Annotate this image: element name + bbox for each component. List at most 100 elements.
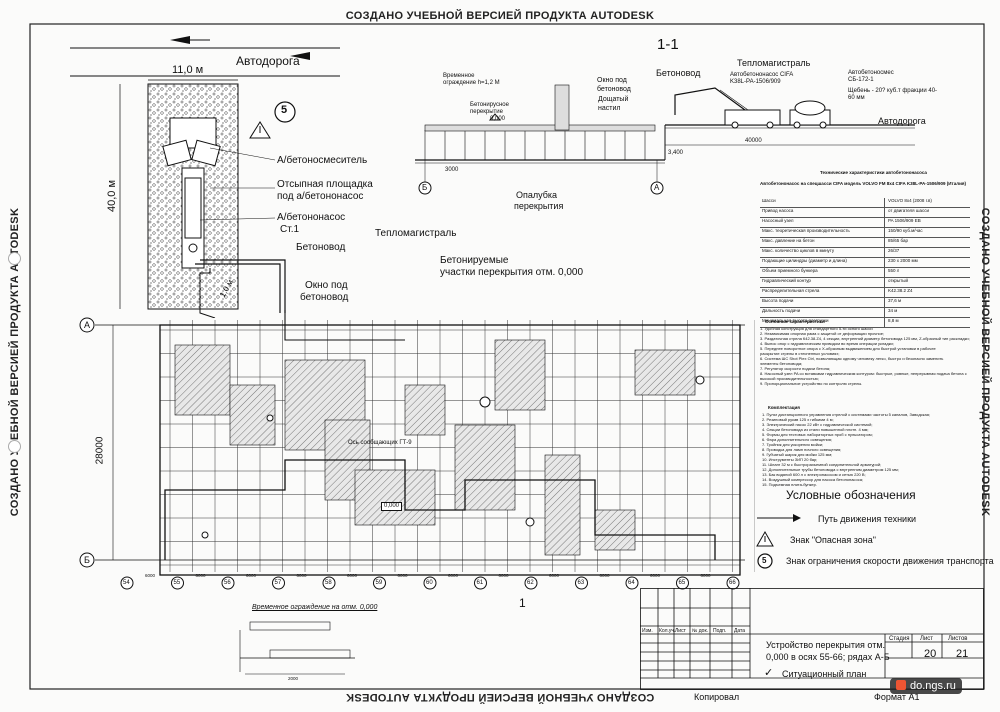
axis-circle xyxy=(524,576,538,590)
tech-note: 2. Независимая опорная рама с защитой от… xyxy=(760,331,885,336)
tech-kit-title: Комплектация xyxy=(768,405,800,410)
site-label-sections-2: участки перекрытия отм. 0,000 xyxy=(440,267,584,278)
watermark-left: СОЗДАНО УЧЕБНОЙ ВЕРСИЕЙ ПРОДУКТА AUTODES… xyxy=(9,207,21,517)
axis-number: 57 xyxy=(274,580,282,586)
section-title: 1-1 xyxy=(657,36,679,53)
tech-kit-item: 15. Подъемная плита-бункер. xyxy=(762,482,817,487)
tech-note: 5. Переднее поворотное опора с Х-образны… xyxy=(760,346,936,351)
legend-item-speed: Знак ограничения скорости движения транс… xyxy=(786,556,994,566)
tech-row-param: Высота подачи xyxy=(760,298,885,307)
punch-hole-top xyxy=(8,252,21,265)
axis-circle xyxy=(373,576,386,590)
site-label-window-1: Окно под xyxy=(305,280,348,291)
tech-note: 4. Вынос опор с гидравлическим приводом … xyxy=(760,341,894,346)
site-badge[interactable]: do.ngs.ru xyxy=(890,678,962,694)
tech-kit-item: 14. Воздушный компрессор для насоса бето… xyxy=(762,477,864,482)
site-badge-icon xyxy=(896,680,906,690)
section-label-formwork-2: перекрытия xyxy=(514,201,564,211)
tech-kit-item: 1. Пульт дистанционного управления стрел… xyxy=(762,412,930,417)
tech-note: 6. Система ШС Shot Plex Ctrl, позволяюща… xyxy=(760,356,944,361)
section-axis-a: А xyxy=(654,183,660,192)
tech-note: 1. Удобная конструкция для стандартного … xyxy=(760,326,873,331)
tech-row-value: от двигателя шасси xyxy=(888,208,929,213)
tech-title: Технические характеристики автобетононас… xyxy=(820,170,927,175)
fence-detail-title: Временное ограждение на отм. 0,000 xyxy=(252,604,378,611)
tech-row-param: Распределительная стрела xyxy=(760,288,885,297)
section-dim-3000: 3000 xyxy=(445,167,459,173)
tech-kit-item: 7. Тройник для ускорения мойки; xyxy=(762,442,824,447)
axis-number: 59 xyxy=(375,580,383,586)
axis-spacing: 6000 xyxy=(246,573,257,578)
tech-note: элементы бетоновода; xyxy=(760,361,803,366)
site-speed-sign-number: 5 xyxy=(281,104,288,116)
axis-number: 66 xyxy=(729,580,736,586)
axis-number: 61 xyxy=(476,580,484,586)
title-block-drawing-name: Ситуационный план xyxy=(782,669,867,679)
axis-circle xyxy=(575,576,588,590)
tech-row-param: Минимальная высота разгрузки xyxy=(760,318,885,327)
title-block-sheets: 21 xyxy=(956,648,969,660)
tech-kit: 1. Пульт дистанционного управления стрел… xyxy=(762,412,977,487)
legend-speed-number: 5 xyxy=(762,556,767,565)
axis-number: 55 xyxy=(173,580,181,586)
section-label-road: Автодорога xyxy=(878,116,926,126)
axis-spacing: 6000 xyxy=(599,573,610,578)
tech-row-value: PA 1506/909 EB xyxy=(888,218,921,223)
site-label-mixer: А/бетоносмеситель xyxy=(277,155,368,166)
tech-row-param: Макс. давление на бетон xyxy=(760,238,885,247)
tech-note: раскрытие стрелы в стесненных условиях; xyxy=(760,351,840,356)
tech-row-param: Подающие цилиндры (диаметр и длина) xyxy=(760,258,885,267)
section-label-window-1: Окно под xyxy=(597,77,627,84)
tech-note: 7. Регулятор скорости подачи бетона; xyxy=(760,366,831,371)
tech-row-value: K42.38.2 Z4 xyxy=(888,288,913,293)
axis-circle xyxy=(171,576,184,590)
axis-spacing: 6000 xyxy=(700,573,711,578)
watermark-right: СОЗДАНО УЧЕБНОЙ ВЕРСИЕЙ ПРОДУКТА AUTODES… xyxy=(979,207,991,517)
tech-kit-item: 2. Резиновый рукав 125 х гибкими 4 м; xyxy=(762,417,834,422)
floor-plan-graphics xyxy=(79,310,755,590)
legend-item-path: Путь движения техники xyxy=(818,514,917,524)
title-block-header: Подп. xyxy=(713,628,727,634)
axis-spacing: 6000 xyxy=(145,573,156,578)
axis-circle xyxy=(423,576,437,590)
site-width-dim: 11,0 м xyxy=(172,64,204,76)
legend-symbols xyxy=(756,514,801,569)
tech-notes: 1. Удобная конструкция для стандартного … xyxy=(760,326,975,386)
title-block-header: Дата xyxy=(734,628,746,634)
tech-kit-item: 13. Бак водяной 600 л с электронасосом и… xyxy=(762,472,866,477)
section-label-formwork-1: Опалубка xyxy=(516,190,558,200)
section-level-0: 0,000 xyxy=(490,116,506,122)
section-label-mixer: Автобетоносмес СБ-172-1 xyxy=(848,70,894,83)
tech-note: 8. Насосный узел PA со вставками гидравл… xyxy=(760,371,967,381)
axis-number: 62 xyxy=(527,580,534,586)
axis-number: 56 xyxy=(224,580,231,586)
plan-section-mark: 1 xyxy=(519,596,526,610)
site-label-platform-1: Отсыпная площадка xyxy=(277,179,373,190)
plan-axis-b: Б xyxy=(84,555,90,565)
title-block-copied: Копировал xyxy=(694,692,740,702)
axis-spacing: 6000 xyxy=(296,573,307,578)
axis-number: 63 xyxy=(577,580,585,586)
fence-detail-dim: 2000 xyxy=(288,676,299,681)
tech-note: 9. Пропорциональное устройство по контро… xyxy=(760,381,863,386)
tech-row-param: Макс. теоретическая производительность xyxy=(760,228,885,237)
legend-title: Условные обозначения xyxy=(786,488,916,502)
axis-circle xyxy=(221,576,235,590)
axis-spacing: 6000 xyxy=(549,573,560,578)
punch-hole-bottom xyxy=(8,440,21,453)
title-block-header: Лист xyxy=(675,628,686,634)
site-label-platform-2: под а/бетононасос xyxy=(277,191,364,202)
tech-kit-item: 11. Шланг 32 м с быстроразъемной соедини… xyxy=(762,462,882,467)
axis-circle xyxy=(272,576,285,590)
title-block-checkmark: ✓ xyxy=(764,667,774,679)
axis-circle xyxy=(625,576,639,590)
